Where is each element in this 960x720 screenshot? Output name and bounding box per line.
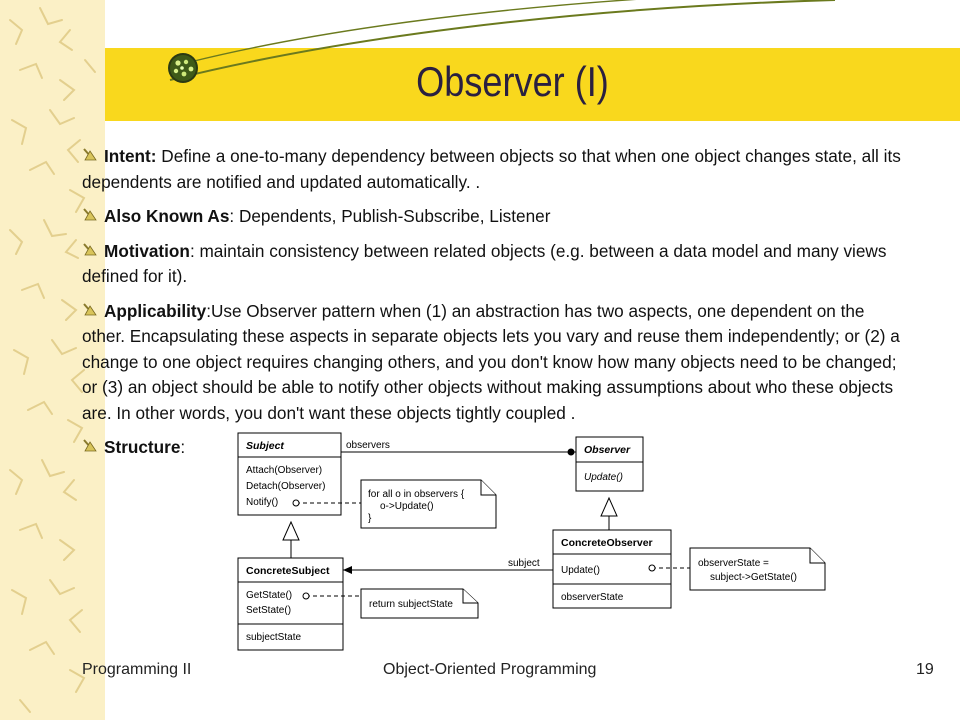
bullet-also-known-as: Also Known As: Dependents, Publish-Subsc… [82,204,902,230]
association-arrowhead [343,566,352,574]
note-line: for all o in observers { [368,489,465,500]
class-name: Subject [246,440,284,452]
bullet-applicability: Applicability:Use Observer pattern when … [82,299,902,427]
class-op: Update() [561,565,600,576]
bullet-icon [83,242,97,255]
association-label: observers [346,440,390,451]
bullet-icon [83,148,97,161]
inheritance-arrow [282,520,300,541]
bullet-label: Structure [104,437,181,457]
note-notify: for all o in observers { o->Update() } [292,479,497,529]
bullet-label: Also Known As [104,206,230,226]
bullet-text: : maintain consistency between related o… [82,240,887,287]
bullet-text: : Dependents, Publish-Subscribe, Listene… [229,206,551,226]
class-attr: observerState [561,592,624,603]
class-name: Observer [584,444,631,456]
class-observer: Observer Update() [575,436,644,492]
title-band [105,48,960,121]
class-op: GetState() [246,590,292,601]
bullet-list: Intent: Define a one-to-many dependency … [82,144,902,470]
bullet-label: Intent: [104,146,157,166]
note-line: o->Update() [380,501,434,512]
bullet-structure: Structure: [82,435,902,461]
orb-icon [168,53,198,83]
class-attr: subjectState [246,632,301,643]
note-getstate: return subjectState [302,588,479,619]
bullet-text: :Use Observer pattern when (1) an abstra… [82,300,900,423]
arc-decoration [168,0,836,83]
note-update: observerState = subject->GetState() [648,547,826,591]
footer-page-number: 19 [916,661,934,678]
bullet-label: Motivation [104,240,190,261]
bullet-icon [83,439,97,452]
note-line: observerState = [698,558,769,569]
note-line: } [368,513,372,524]
decorative-pattern-icon [9,7,96,713]
page-title: Observer (I) [416,58,609,105]
bullet-motivation: Motivation: maintain consistency between… [82,239,902,290]
association-end-dot [567,448,575,456]
association-label: subject [508,558,540,569]
note-line: subject->GetState() [710,572,797,583]
bullet-intent: Intent: Define a one-to-many dependency … [82,144,902,195]
decorative-side-strip [0,0,105,720]
class-name: ConcreteObserver [561,537,653,549]
note-line: return subjectState [369,599,453,610]
class-op: Notify() [246,497,278,508]
bullet-icon [83,208,97,221]
class-op: Attach(Observer) [246,465,322,476]
class-name: ConcreteSubject [246,565,330,577]
bullet-icon [83,302,97,315]
bullet-text: : [180,437,186,457]
footer-course: Programming II [82,661,192,678]
footer-topic: Object-Oriented Programming [383,661,597,678]
class-concrete-subject: ConcreteSubject GetState() SetState() su… [237,557,344,651]
class-subject: Subject Attach(Observer) Detach(Observer… [237,432,342,516]
class-op: Detach(Observer) [246,481,325,492]
class-op: Update() [584,472,623,483]
bullet-text: Define a one-to-many dependency between … [82,146,901,192]
inheritance-arrow [600,496,618,517]
class-op: SetState() [246,605,291,616]
bullet-label: Applicability [104,300,207,321]
